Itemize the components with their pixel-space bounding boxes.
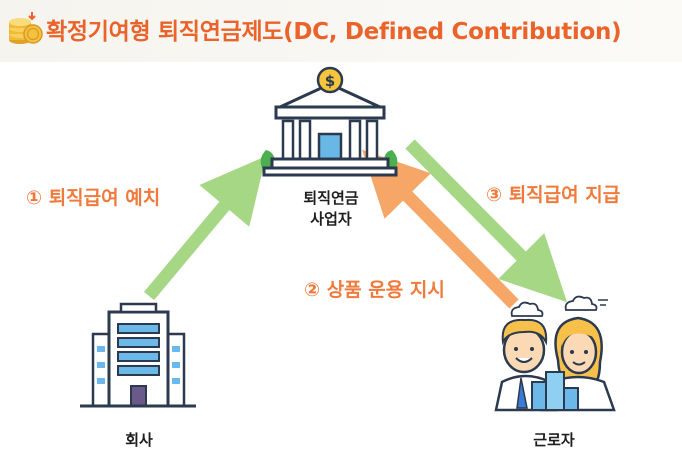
title-bar: 확정기여형 퇴직연금제도(DC, Defined Contribution): [0, 0, 682, 62]
step-payout-label: ③ 퇴직급여 지급: [486, 184, 621, 206]
step-instruct-label: ② 상품 운용 지시: [304, 279, 445, 301]
svg-text:$: $: [325, 72, 335, 90]
worker-label: 근로자: [533, 431, 575, 449]
step-deposit-label: ① 퇴직급여 예치: [26, 187, 161, 209]
arrow-worker-to-provider: [362, 149, 519, 309]
provider-label: 퇴직연금 사업자: [296, 188, 366, 230]
company-label: 회사: [125, 431, 153, 449]
workers-icon: [494, 295, 616, 412]
coin-stack-icon: [9, 12, 43, 44]
office-building-icon: [80, 302, 196, 408]
arrow-provider-to-worker: [405, 139, 567, 303]
page-title: 확정기여형 퇴직연금제도(DC, Defined Contribution): [46, 19, 622, 45]
arrow-company-to-provider: [144, 156, 267, 301]
bank-building-icon: $: [260, 66, 398, 177]
provider-label-line1: 퇴직연금: [303, 189, 359, 207]
provider-label-line2: 사업자: [310, 210, 352, 228]
